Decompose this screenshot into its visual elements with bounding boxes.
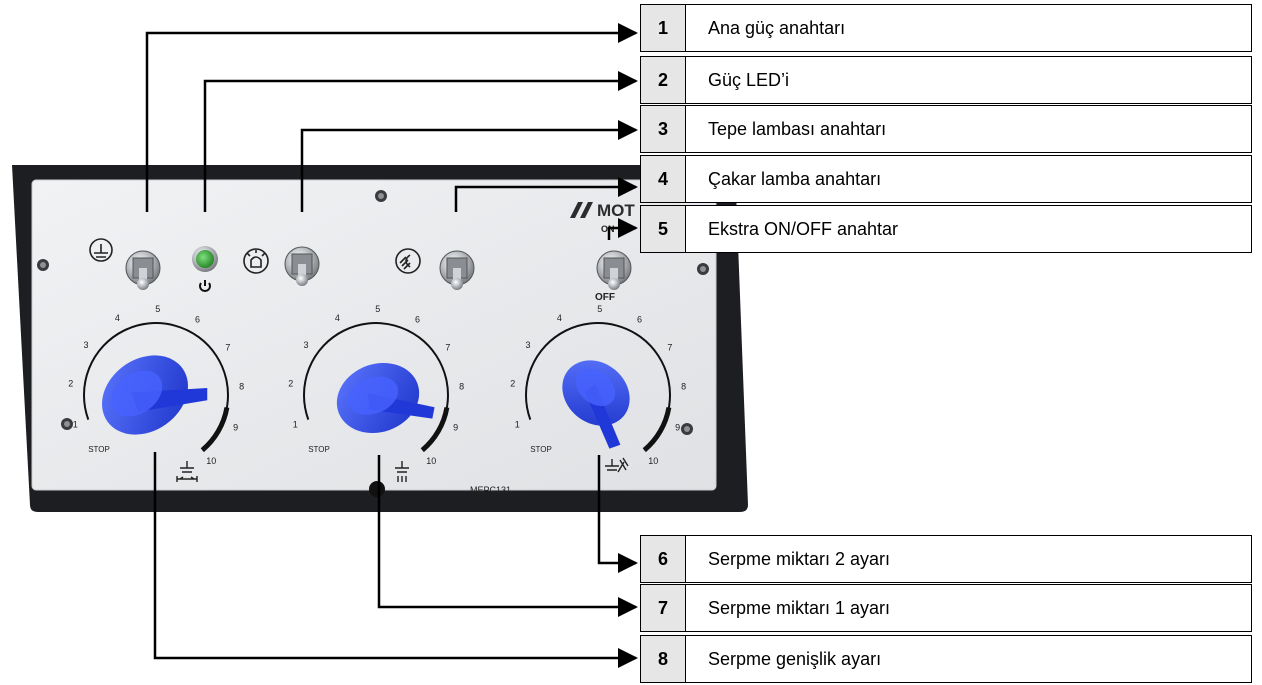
dial-scale-number: 10 — [206, 456, 216, 466]
dial-spread-amount-2: 1 2 3 4 5 6 7 8 9 10 STOP — [510, 304, 686, 466]
callout-number: 5 — [641, 206, 686, 252]
dial-scale-number: 10 — [426, 456, 436, 466]
dial-scale-number: 1 — [515, 419, 520, 429]
callout-label: Serpme genişlik ayarı — [708, 648, 882, 669]
screw — [697, 263, 709, 275]
leader-6 — [597, 455, 638, 573]
leader-7 — [377, 455, 638, 617]
spread-amount-1-symbol-icon — [395, 461, 409, 482]
callout-1: 1 Ana güç anahtarı — [640, 4, 1252, 52]
spread-amount-1-knob[interactable] — [327, 349, 438, 448]
dial-scale-number: 1 — [293, 419, 298, 429]
callout-number: 7 — [641, 585, 686, 631]
dial-scale-number: 5 — [155, 304, 160, 314]
screw — [37, 259, 49, 271]
callout-label: Ekstra ON/OFF anahtar — [708, 218, 899, 239]
dial-scale-number: 3 — [303, 340, 308, 350]
dial-scale-number: 5 — [597, 304, 602, 314]
leader-1 — [145, 23, 638, 212]
dial-stop-label: STOP — [530, 445, 552, 454]
spread-width-symbol-icon — [176, 461, 198, 482]
callout-label: Serpme miktarı 2 ayarı — [708, 548, 891, 569]
dial-scale-number: 1 — [73, 419, 78, 429]
spread-amount-2-knob[interactable] — [547, 347, 656, 453]
brand-logo: MOT — [570, 201, 635, 220]
dial-scale-number: 8 — [459, 382, 464, 392]
dial-scale-number: 6 — [195, 315, 200, 325]
dial-scale-number: 8 — [681, 382, 686, 392]
dial-scale-number: 9 — [453, 423, 458, 433]
screw — [681, 423, 693, 435]
dial-scale-number: 4 — [335, 313, 340, 323]
callout-number: 3 — [641, 106, 686, 152]
callout-label: Çakar lamba anahtarı — [708, 168, 882, 189]
dial-scale-number: 2 — [510, 378, 515, 388]
callout-6: 6 Serpme miktarı 2 ayarı — [640, 535, 1252, 583]
dial-scale-max-segment — [200, 407, 230, 453]
dial-scale-number: 7 — [445, 343, 450, 353]
dial-spread-width: 1 2 3 4 5 6 7 8 9 10 STOP — [68, 304, 244, 466]
power-led — [192, 246, 218, 272]
spread-amount-2-symbol-icon — [605, 457, 629, 473]
dial-scale-number: 4 — [557, 313, 562, 323]
power-symbol-icon — [199, 280, 211, 292]
screw — [61, 418, 73, 430]
spreader-symbol-icon — [89, 238, 113, 262]
callout-8: 8 Serpme genişlik ayarı — [640, 635, 1252, 683]
leader-2 — [203, 71, 638, 212]
callout-5: 5 Ekstra ON/OFF anahtar — [640, 205, 1252, 253]
dial-scale-number: 3 — [83, 340, 88, 350]
callout-number: 6 — [641, 536, 686, 582]
svg-text:MOT: MOT — [597, 201, 635, 220]
callout-2: 2 Güç LED’i — [640, 56, 1252, 104]
leader-3 — [300, 120, 638, 212]
dial-scale-number: 2 — [288, 378, 293, 388]
callout-number: 8 — [641, 636, 686, 682]
dial-scale-max-segment — [642, 407, 672, 453]
dial-scale-max-segment — [420, 407, 450, 453]
dial-scale-number: 4 — [115, 313, 120, 323]
screw — [375, 190, 387, 202]
dial-stop-label: STOP — [308, 445, 330, 454]
callout-3: 3 Tepe lambası anahtarı — [640, 105, 1252, 153]
work-light-toggle[interactable] — [439, 250, 475, 290]
dial-scale-number: 2 — [68, 378, 73, 388]
dial-scale-number: 8 — [239, 382, 244, 392]
callout-label: Ana güç anahtarı — [708, 17, 846, 38]
main-power-toggle[interactable] — [125, 250, 161, 290]
callout-number: 4 — [641, 156, 686, 202]
callout-number: 2 — [641, 57, 686, 103]
leader-8 — [153, 452, 638, 668]
leader-lines — [145, 23, 638, 668]
work-light-symbol-icon — [395, 248, 421, 274]
dial-scale-number: 9 — [675, 423, 680, 433]
switch-off-label: OFF — [595, 292, 615, 303]
dial-scale-number: 3 — [525, 340, 530, 350]
dial-scale-number: 10 — [648, 456, 658, 466]
dial-spread-amount-1: 1 2 3 4 5 6 7 8 9 10 STOP — [288, 304, 464, 466]
cable-grommet — [369, 481, 385, 497]
callout-number: 1 — [641, 5, 686, 51]
callout-4: 4 Çakar lamba anahtarı — [640, 155, 1252, 203]
model-label: MEPC131 — [470, 485, 511, 495]
dial-scale-number: 9 — [233, 423, 238, 433]
beacon-symbol-icon — [243, 248, 269, 274]
spread-width-knob[interactable] — [87, 334, 213, 454]
dial-scale-number: 7 — [667, 343, 672, 353]
dial-scale-number: 7 — [225, 343, 230, 353]
callout-7: 7 Serpme miktarı 1 ayarı — [640, 584, 1252, 632]
dial-scale-number: 5 — [375, 304, 380, 314]
dial-stop-label: STOP — [88, 445, 110, 454]
beacon-toggle[interactable] — [284, 246, 320, 286]
leader-5 — [607, 218, 638, 240]
callout-label: Tepe lambası anahtarı — [708, 118, 887, 139]
callout-label: Serpme miktarı 1 ayarı — [708, 597, 891, 618]
dial-scale-number: 6 — [637, 315, 642, 325]
callout-label: Güç LED’i — [708, 69, 790, 90]
leader-4 — [454, 177, 638, 212]
extra-on-off-toggle[interactable] — [596, 250, 632, 290]
dial-scale-number: 6 — [415, 315, 420, 325]
